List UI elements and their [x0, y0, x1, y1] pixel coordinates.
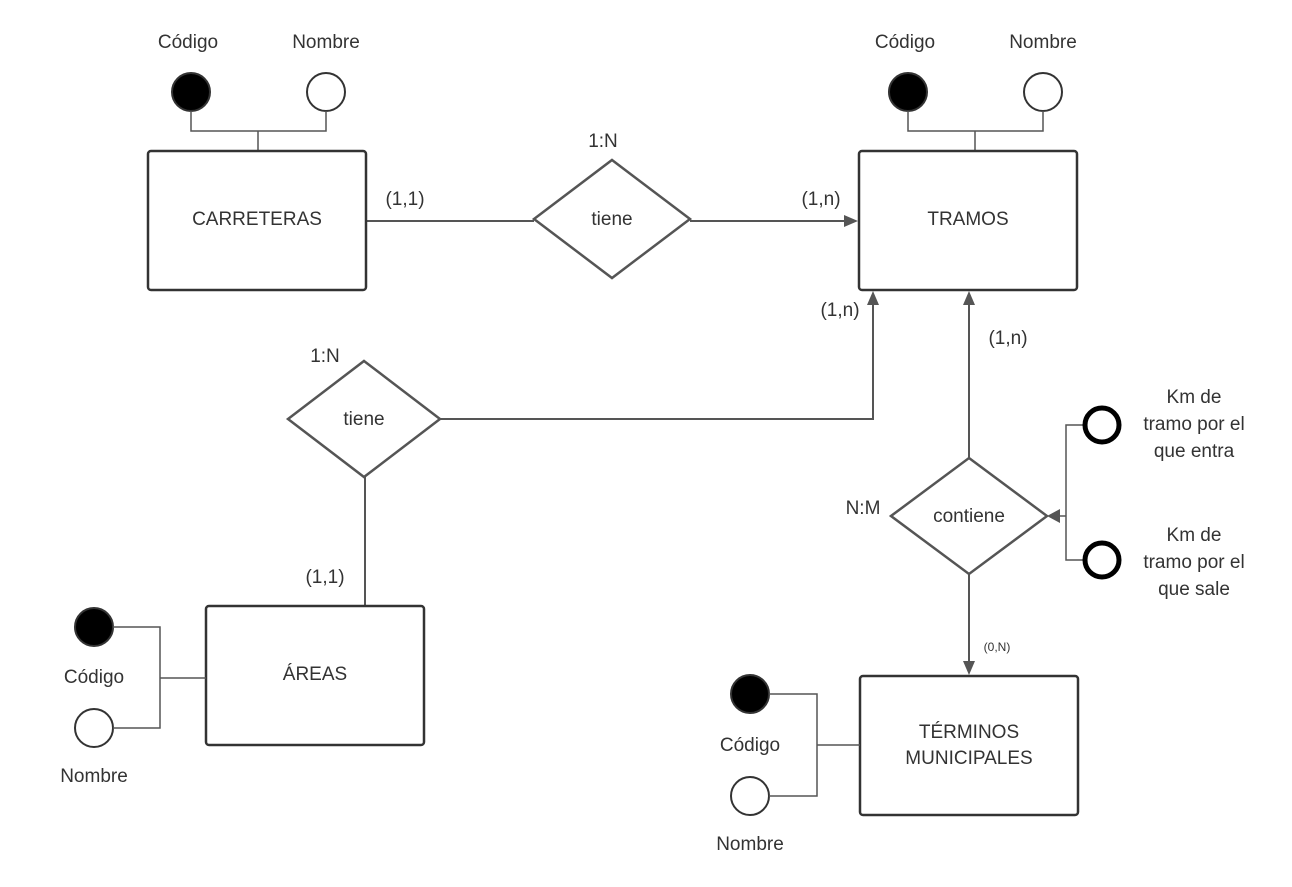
- relationship-tiene-areas-tramos[interactable]: tiene: [285, 359, 443, 479]
- terminos-attributes: Código Nombre: [716, 674, 860, 855]
- km-attributes-connector: [1065, 424, 1084, 561]
- carreteras-nombre-label: Nombre: [292, 32, 360, 53]
- carreteras-codigo-label: Código: [158, 32, 218, 53]
- km-sale-label-line3: que sale: [1158, 579, 1230, 600]
- tramos-codigo-label: Código: [875, 32, 935, 53]
- entity-tramos[interactable]: TRAMOS: [857, 149, 1079, 292]
- km-sale-label-line1: Km de: [1167, 525, 1222, 546]
- cardinality-tramos-from-carreteras: (1,n): [801, 189, 840, 210]
- carreteras-nombre-attribute[interactable]: [306, 72, 346, 112]
- relationship-tiene-label: tiene: [591, 209, 632, 230]
- areas-nombre-attribute[interactable]: [74, 708, 114, 748]
- contiene-attribute-arrowhead: [1047, 509, 1060, 523]
- cardinality-terminos: (0,N): [984, 640, 1011, 654]
- relationship-contiene[interactable]: contiene: [888, 456, 1050, 576]
- tramos-nombre-attribute[interactable]: [1023, 72, 1063, 112]
- km-entra-label-line1: Km de: [1167, 387, 1222, 408]
- entity-areas[interactable]: ÁREAS: [204, 604, 426, 747]
- carreteras-codigo-key-attribute[interactable]: [171, 72, 211, 112]
- cardinality-tramos-from-areas: (1,n): [820, 300, 859, 321]
- tiene-mid-tramos-line: [440, 303, 874, 420]
- carreteras-attributes: Código Nombre: [158, 32, 360, 151]
- tramos-attributes: Código Nombre: [875, 32, 1077, 151]
- tramos-attribute-connector: [907, 111, 1044, 151]
- km-sale-label-line2: tramo por el: [1143, 552, 1244, 573]
- km-sale-attribute[interactable]: [1082, 540, 1122, 580]
- entity-tramos-label: TRAMOS: [927, 209, 1008, 230]
- areas-attribute-connector: [113, 626, 206, 729]
- entity-terminos-label-line1: TÉRMINOS: [919, 722, 1019, 743]
- cardinality-tiene-top-type: 1:N: [588, 131, 618, 152]
- areas-codigo-label: Código: [64, 667, 124, 688]
- terminos-attribute-connector: [769, 693, 860, 797]
- entity-terminos-label-line2: MUNICIPALES: [905, 748, 1032, 769]
- km-entra-attribute[interactable]: [1082, 405, 1122, 445]
- terminos-nombre-label: Nombre: [716, 834, 784, 855]
- cardinality-contiene-type: N:M: [846, 498, 881, 519]
- tramos-codigo-key-attribute[interactable]: [888, 72, 928, 112]
- tramos-arrowhead-top: [844, 215, 858, 227]
- tramos-nombre-label: Nombre: [1009, 32, 1077, 53]
- areas-codigo-key-attribute[interactable]: [74, 607, 114, 647]
- terminos-nombre-attribute[interactable]: [730, 776, 770, 816]
- cardinality-carreteras: (1,1): [385, 189, 424, 210]
- tramos-arrowhead-areas: [867, 291, 879, 305]
- km-entra-label-line3: que entra: [1154, 441, 1235, 462]
- relationship-tiene-carreteras-tramos[interactable]: tiene: [531, 158, 693, 280]
- terminos-arrowhead: [963, 661, 975, 675]
- entity-areas-label: ÁREAS: [283, 664, 347, 685]
- entity-carreteras-label: CARRETERAS: [192, 209, 322, 230]
- entity-carreteras[interactable]: CARRETERAS: [146, 149, 368, 292]
- terminos-codigo-label: Código: [720, 735, 780, 756]
- areas-nombre-label: Nombre: [60, 766, 128, 787]
- areas-attributes: Código Nombre: [60, 607, 206, 787]
- entity-terminos-municipales[interactable]: TÉRMINOS MUNICIPALES: [858, 674, 1080, 817]
- relationship-contiene-label: contiene: [933, 506, 1005, 527]
- relationship-tiene-label: tiene: [343, 409, 384, 430]
- km-entra-label-line2: tramo por el: [1143, 414, 1244, 435]
- tramos-arrowhead-contiene: [963, 291, 975, 305]
- cardinality-tramos-from-terminos: (1,n): [988, 328, 1027, 349]
- carreteras-attribute-connector: [190, 111, 327, 151]
- cardinality-areas: (1,1): [305, 567, 344, 588]
- contiene-attributes: Km de tramo por el que entra Km de tramo…: [1082, 387, 1245, 600]
- cardinality-tiene-mid-type: 1:N: [310, 346, 340, 367]
- terminos-codigo-key-attribute[interactable]: [730, 674, 770, 714]
